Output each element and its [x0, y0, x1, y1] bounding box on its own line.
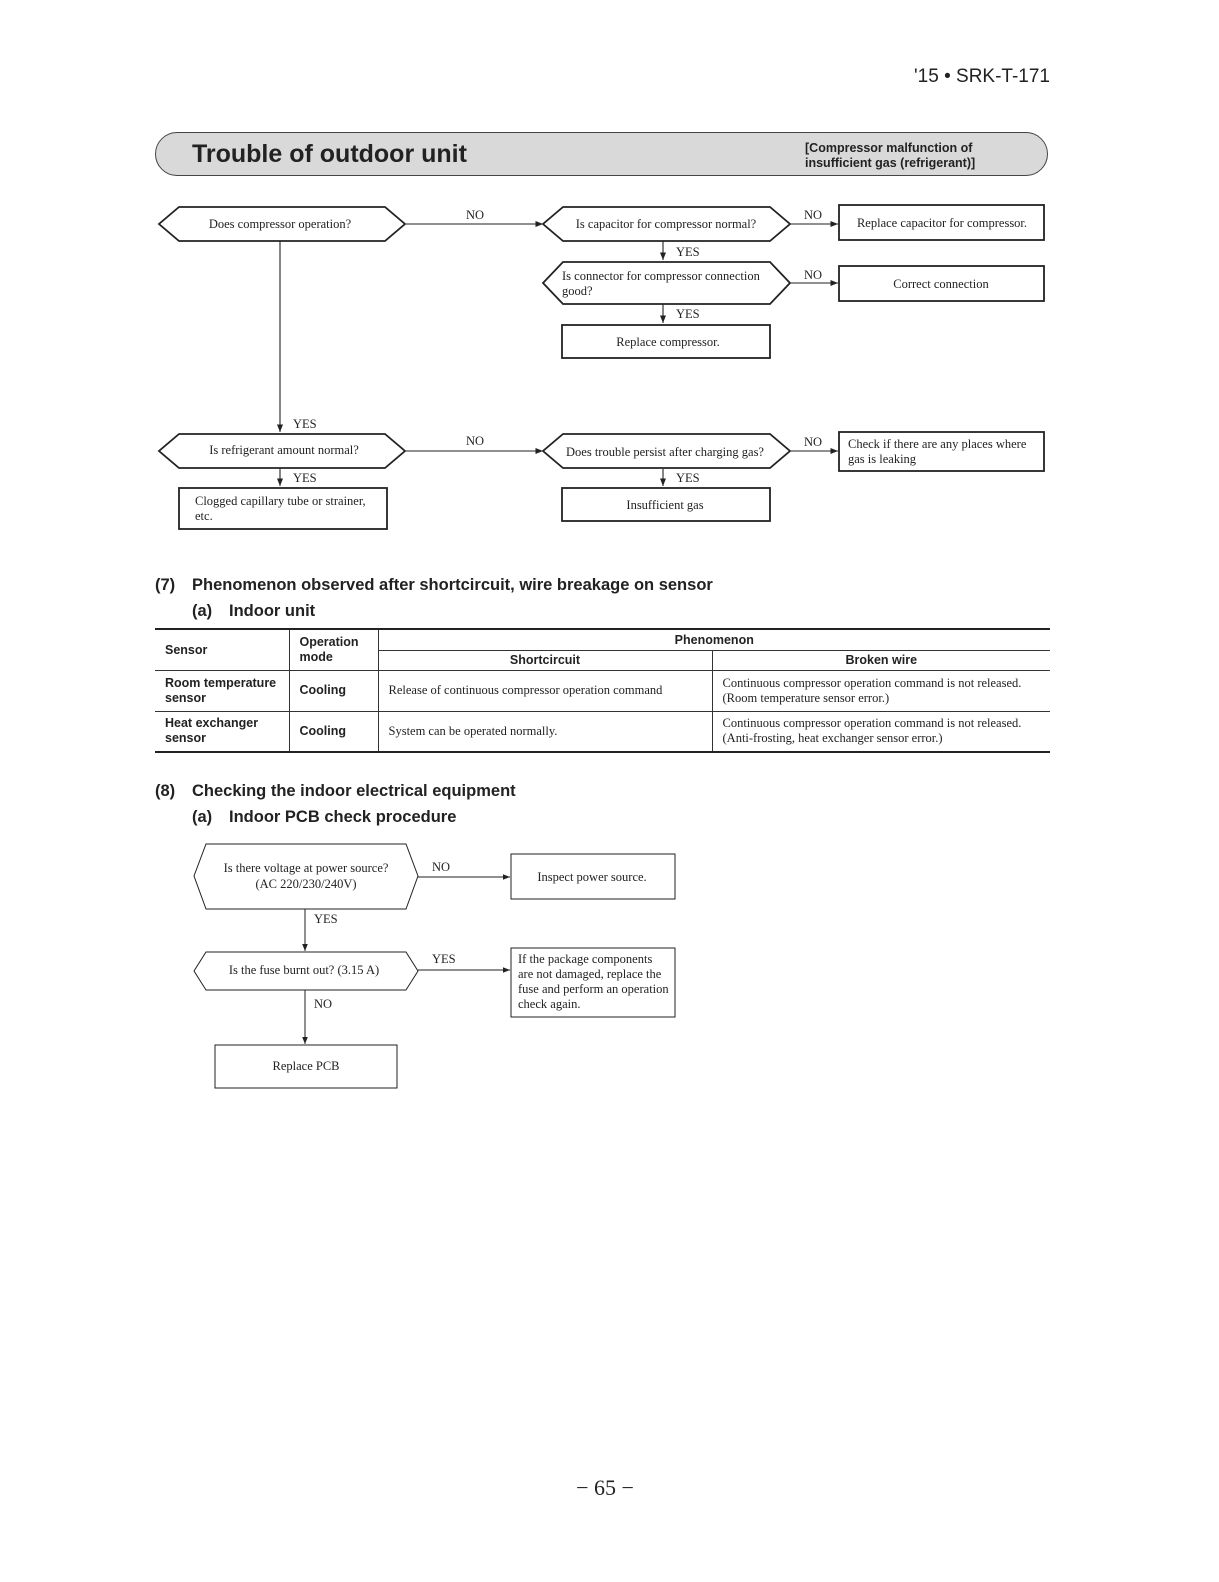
label-no: NO [804, 208, 822, 222]
header-phenomenon: Phenomenon [377, 628, 1051, 651]
action-inspect-power [510, 853, 676, 900]
label-no: NO [466, 434, 484, 448]
decision-capacitor-normal [541, 206, 792, 242]
section7-heading: (7) Phenomenon observed after shortcircui… [155, 576, 713, 595]
section8-number: (8) [155, 782, 176, 800]
header-sensor: Sensor [155, 628, 290, 671]
text-fuse: Is the fuse burnt out? (3.15 A) [229, 963, 379, 977]
section7-title: Phenomenon observed after shortcircuit, … [192, 576, 713, 594]
text-package-line2: are not damaged, replace the [518, 967, 662, 981]
label-no: NO [314, 997, 332, 1011]
table-row: Room temperature sensor Cooling Release … [155, 669, 1051, 712]
label-yes: YES [676, 307, 700, 321]
section8-subheading: (a) Indoor PCB check procedure [192, 808, 456, 827]
decision-trouble-persist [541, 433, 792, 469]
cell-broken-wire-line1: Continuous compressor operation command … [722, 716, 1022, 731]
table-row: Heat exchanger sensor Cooling System can… [155, 710, 1051, 753]
section8-sub-number: (a) [192, 808, 213, 826]
label-yes: YES [676, 471, 700, 485]
cell-mode: Cooling [288, 669, 379, 712]
text-connector-line1: Is connector for compressor connection [562, 269, 761, 283]
text-check-leak-line2: gas is leaking [848, 452, 917, 466]
text-trouble-persist: Does trouble persist after charging gas? [566, 445, 764, 459]
section7-sub-number: (a) [192, 602, 213, 620]
text-connector-line2: good? [562, 284, 593, 298]
text-package-line3: fuse and perform an operation [518, 982, 669, 996]
text-compressor-operation: Does compressor operation? [209, 217, 352, 231]
text-replace-capacitor: Replace capacitor for compressor. [857, 216, 1027, 230]
cell-broken-wire: Continuous compressor operation command … [711, 710, 1051, 753]
text-insufficient-gas: Insufficient gas [626, 498, 703, 512]
section8-title: Checking the indoor electrical equipment [192, 782, 516, 800]
banner-title: Trouble of outdoor unit [192, 140, 467, 168]
section8-heading: (8) Checking the indoor electrical equipm… [155, 782, 516, 801]
cell-broken-wire-line1: Continuous compressor operation command … [722, 675, 1022, 690]
text-clogged-line2: etc. [195, 509, 213, 523]
text-voltage-line1: Is there voltage at power source? [224, 861, 389, 875]
text-voltage-line2: (AC 220/230/240V) [255, 877, 356, 891]
text-capacitor-normal: Is capacitor for compressor normal? [576, 217, 757, 231]
text-package-line1: If the package components [518, 952, 652, 966]
header-broken-wire: Broken wire [711, 649, 1051, 671]
label-no: NO [432, 860, 450, 874]
text-inspect-power: Inspect power source. [537, 870, 646, 884]
label-no: NO [466, 208, 484, 222]
text-replace-compressor: Replace compressor. [616, 335, 719, 349]
decision-refrigerant-normal [157, 433, 407, 469]
text-correct-connection: Correct connection [893, 277, 989, 291]
label-yes: YES [314, 912, 338, 926]
action-insufficient-gas [561, 487, 771, 522]
cell-shortcircuit: Release of continuous compressor operati… [377, 669, 713, 712]
cell-broken-wire: Continuous compressor operation command … [711, 669, 1051, 712]
cell-sensor: Room temperature sensor [155, 669, 290, 712]
label-no: NO [804, 435, 822, 449]
action-replace-compressor [561, 324, 771, 359]
section-banner [155, 132, 1048, 176]
label-yes: YES [293, 417, 317, 431]
action-correct-connection [838, 265, 1045, 302]
text-clogged-line1: Clogged capillary tube or strainer, [195, 494, 366, 508]
action-check-leak [838, 431, 1045, 472]
text-package-line4: check again. [518, 997, 580, 1011]
cell-mode: Cooling [288, 710, 379, 753]
outdoor-unit-flowchart: Does compressor operation? Is capacitor … [157, 204, 1045, 530]
page-number: − 65 − [576, 1475, 634, 1500]
document-code: '15 • SRK-T-171 [914, 66, 1050, 87]
label-yes: YES [676, 245, 700, 259]
sensor-phenomenon-table: Sensor Operation mode Phenomenon Shortci… [155, 628, 1051, 753]
banner-subtitle: [Compressor malfunction of insufficient … [805, 141, 976, 170]
action-replace-pcb [214, 1044, 398, 1089]
text-check-leak-line1: Check if there are any places where [848, 437, 1027, 451]
section7-number: (7) [155, 576, 176, 594]
label-yes: YES [432, 952, 456, 966]
section7-subheading: (a) Indoor unit [192, 602, 315, 621]
action-replace-capacitor [838, 204, 1045, 241]
label-no: NO [804, 268, 822, 282]
label-yes: YES [293, 471, 317, 485]
section8-sub-title: Indoor PCB check procedure [229, 808, 457, 826]
cell-sensor: Heat exchanger sensor [155, 710, 290, 753]
cell-broken-wire-line2: (Anti-frosting, heat exchanger sensor er… [722, 731, 943, 746]
action-clogged-capillary [178, 487, 388, 530]
decision-compressor-operation [157, 206, 407, 242]
cell-shortcircuit: System can be operated normally. [377, 710, 713, 753]
text-replace-pcb: Replace PCB [272, 1059, 339, 1073]
cell-broken-wire-line2: (Room temperature sensor error.) [722, 690, 890, 705]
text-refrigerant-normal: Is refrigerant amount normal? [209, 443, 359, 457]
action-package-check [510, 947, 676, 1018]
header-shortcircuit: Shortcircuit [378, 649, 713, 671]
decision-voltage [193, 843, 419, 910]
decision-fuse [193, 951, 419, 991]
pcb-check-flowchart: Is there voltage at power source? (AC 22… [193, 843, 676, 1089]
section7-sub-title: Indoor unit [229, 602, 316, 620]
decision-connector-good [541, 261, 792, 305]
header-operation-mode: Operation mode [288, 628, 379, 671]
